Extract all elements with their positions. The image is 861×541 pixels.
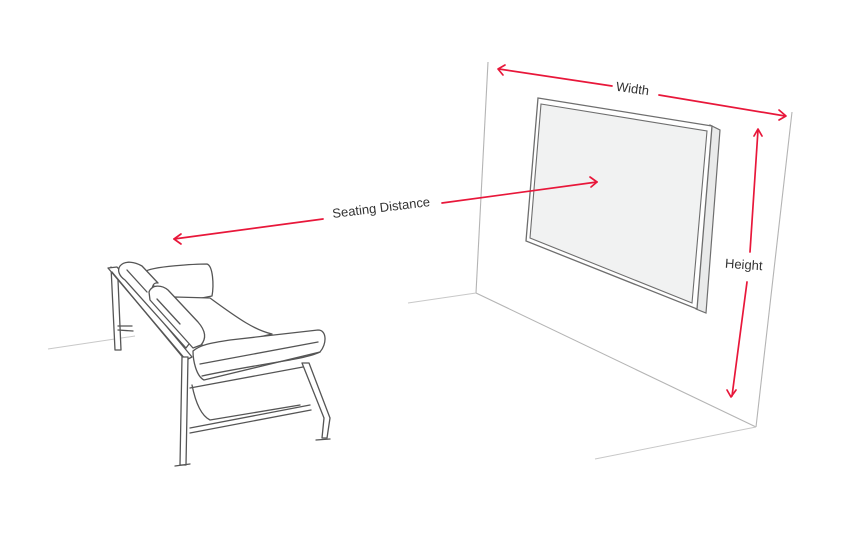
height-arrow — [726, 128, 763, 398]
sofa — [107, 261, 331, 467]
width-arrow — [497, 64, 787, 121]
room-walls — [47, 61, 793, 460]
seating-distance-arrow — [173, 176, 598, 245]
tv — [525, 97, 721, 314]
height-label: Height — [721, 255, 767, 274]
